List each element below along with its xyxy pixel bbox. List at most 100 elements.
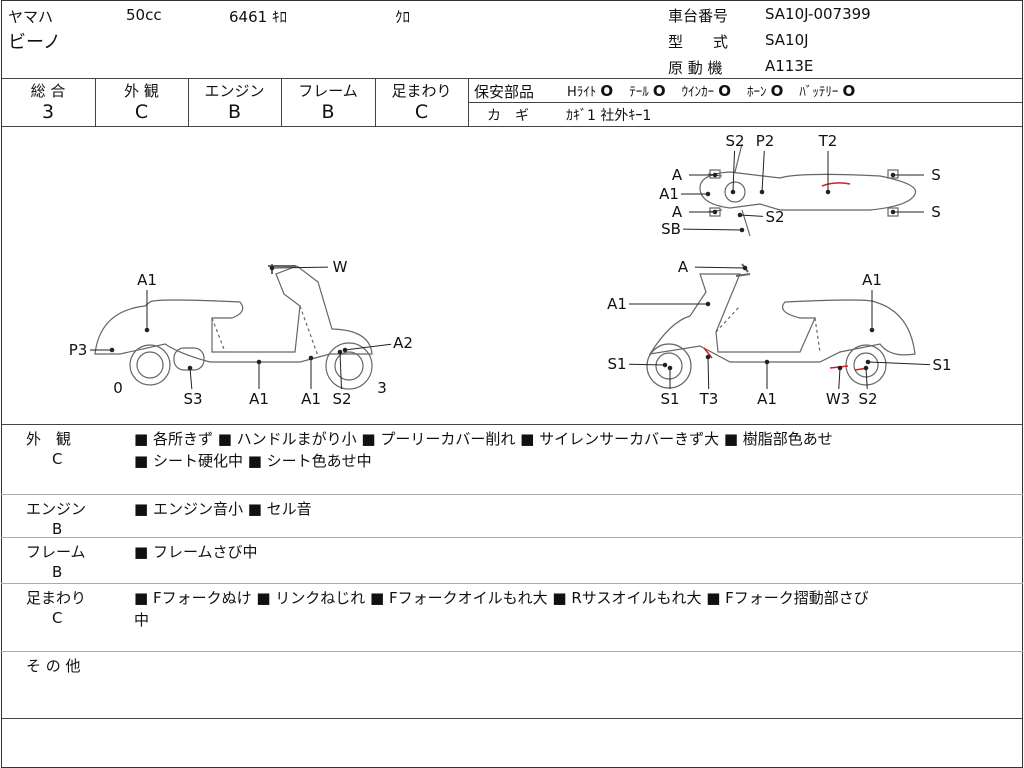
damage-label-left: S2 (332, 390, 352, 408)
safety-label: 保安部品 (474, 83, 535, 101)
section-remark-line: ■ Fフォークぬけ ■ リンクねじれ ■ Fフォークオイルもれ大 ■ Rサスオイ… (134, 589, 869, 607)
section-remark-line: ■ 各所きず ■ ハンドルまがり小 ■ プーリーカバー削れ ■ サイレンサーカバ… (134, 430, 833, 448)
section-remark-line: ■ フレームさび中 (134, 543, 258, 561)
damage-label-left: 3 (377, 379, 387, 397)
damage-point (308, 355, 314, 361)
damage-label-top: S (931, 203, 941, 221)
damage-point (337, 349, 343, 355)
damage-label-right: A1 (607, 295, 627, 313)
leader-line (344, 343, 392, 351)
damage-label-right: T3 (699, 390, 719, 408)
model-name: ビーノ (8, 32, 61, 53)
damage-label-left: P3 (68, 341, 88, 359)
displacement: 50cc (126, 6, 162, 24)
damage-label-left: A1 (249, 390, 269, 408)
damage-label-top: P2 (755, 132, 775, 150)
damage-label-top: A (671, 203, 683, 221)
damage-point (705, 354, 711, 360)
leader-line (707, 356, 710, 390)
keys-value: ｶｷﾞ1 社外ｷｰ1 (566, 108, 652, 124)
safety-battery: ﾊﾞｯﾃﾘｰ O (799, 82, 856, 100)
section-grade: C (52, 450, 63, 468)
damage-label-right: W3 (825, 390, 851, 408)
damage-point (705, 301, 711, 307)
damage-diagram (90, 143, 931, 390)
safety-tail: ﾃｰﾙ O (629, 82, 666, 100)
section-remark-line: 中 (134, 611, 150, 629)
damage-label-right: A1 (757, 390, 777, 408)
section-grade: C (52, 609, 63, 627)
damage-point (269, 265, 275, 271)
damage-point (890, 172, 896, 178)
damage-label-left: 0 (113, 379, 123, 397)
damage-point (730, 189, 736, 195)
damage-label-top: A (671, 166, 683, 184)
safety-items: Hﾗｲﾄ O ﾃｰﾙ O ｳｲﾝｶｰ O ﾎｰﾝ O ﾊﾞｯﾃﾘｰ O (567, 81, 855, 100)
damage-label-right: S1 (607, 355, 627, 373)
damage-point (667, 365, 673, 371)
damage-point (863, 365, 869, 371)
leader-line (867, 361, 931, 366)
damage-point (712, 172, 718, 178)
damage-point (712, 209, 718, 215)
safety-winker: ｳｲﾝｶｰ O (681, 82, 731, 100)
type-label: 型 式 (668, 33, 729, 51)
leader-line (271, 266, 329, 269)
damage-label-left: S3 (183, 390, 203, 408)
keys-label: カ ギ (487, 108, 529, 124)
damage-label-top: T2 (818, 132, 838, 150)
damage-point (737, 212, 743, 218)
leader-line (732, 150, 736, 193)
damage-label-right: S1 (932, 356, 952, 374)
leader-line (865, 367, 868, 390)
engine-value: A113E (765, 57, 814, 75)
damage-point (825, 189, 831, 195)
damage-point (187, 365, 193, 371)
damage-label-right: S1 (660, 390, 680, 408)
damage-point (869, 327, 875, 333)
damage-label-top: SB (661, 220, 681, 238)
section-remark-line: ■ シート硬化中 ■ シート色あせ中 (134, 452, 372, 470)
leader-line (694, 266, 746, 269)
damage-label-right: A (677, 258, 689, 276)
leader-line (682, 228, 743, 231)
right-scooter-drawing (646, 263, 916, 389)
damage-label-left: A1 (137, 271, 157, 289)
frame-no-label: 車台番号 (668, 7, 729, 25)
leader-line (739, 214, 764, 217)
damage-point (759, 189, 765, 195)
damage-point (837, 365, 843, 371)
damage-point (109, 347, 115, 353)
damage-point (890, 209, 896, 215)
damage-label-top: A1 (659, 185, 679, 203)
safety-headlight: Hﾗｲﾄ O (567, 82, 614, 100)
damage-point (865, 359, 871, 365)
section-title: 外 観 (26, 430, 72, 448)
damage-point (764, 359, 770, 365)
frame-no: SA10J-007399 (765, 5, 871, 23)
section-grade: B (52, 563, 63, 581)
damage-label-left: W (332, 258, 348, 276)
damage-point (705, 191, 711, 197)
mileage: 6461 ｷﾛ (229, 8, 287, 26)
leader-line (189, 367, 193, 390)
maker: ヤマハ (8, 8, 54, 26)
damage-label-top: S2 (765, 208, 785, 226)
safety-horn: ﾎｰﾝ O (747, 82, 784, 100)
leader-line (628, 363, 666, 366)
leader-line (339, 351, 342, 390)
damage-label-top: S (931, 166, 941, 184)
damage-label-right: S2 (858, 390, 878, 408)
damage-marks (703, 182, 869, 371)
section-title: 足まわり (26, 589, 87, 607)
damage-point (256, 359, 262, 365)
damage-point (662, 362, 668, 368)
section-title: フレーム (26, 543, 86, 561)
color: ｸﾛ (395, 8, 411, 26)
damage-label-left: A2 (393, 334, 413, 352)
damage-label-right: A1 (862, 271, 882, 289)
